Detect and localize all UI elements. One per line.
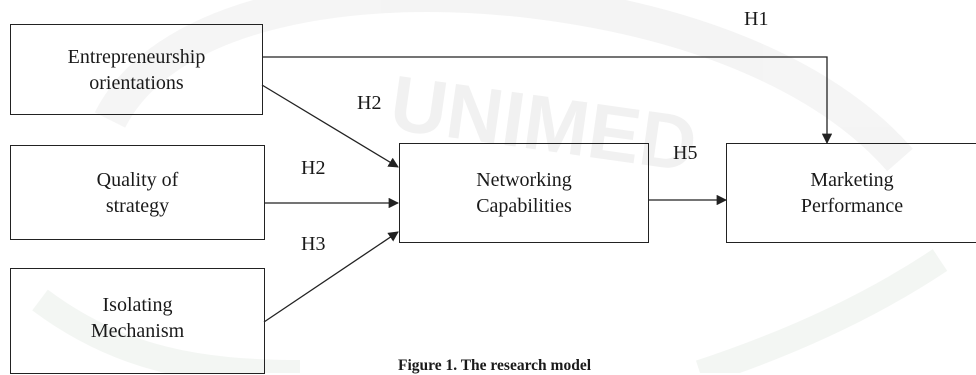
node-isolating-mechanism: Isolating Mechanism xyxy=(10,268,265,374)
label-h2-mid: H2 xyxy=(301,157,326,179)
node-networking-capabilities: Networking Capabilities xyxy=(399,143,649,243)
label-h5: H5 xyxy=(673,142,698,164)
label-h3: H3 xyxy=(301,233,326,255)
edge-h2-top xyxy=(261,84,399,168)
figure-caption: Figure 1. The research model xyxy=(398,357,592,374)
node-marketing-performance: Marketing Performance xyxy=(726,143,976,243)
edge-h1 xyxy=(262,56,833,145)
watermark-seal: UNIMED xyxy=(32,0,948,373)
edge-h3 xyxy=(263,231,399,323)
node-quality-of-strategy: Quality of strategy xyxy=(10,145,265,240)
node-entrepreneurship-orientations: Entrepreneurship orientations xyxy=(10,24,263,115)
label-h1: H1 xyxy=(744,8,769,30)
label-h2-top: H2 xyxy=(357,92,382,114)
